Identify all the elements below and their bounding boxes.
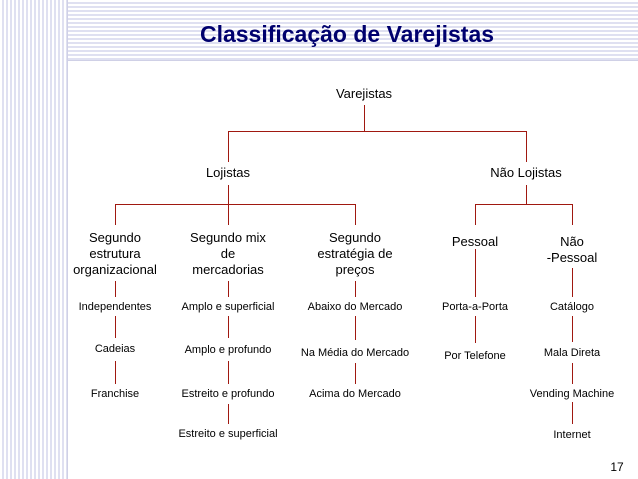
- item-pessoal-porta-a-porta: Porta-a-Porta: [441, 301, 509, 313]
- node-cat-estrutura: Segundo estrutura organizacional: [55, 230, 175, 278]
- title-bar-background: [68, 0, 638, 62]
- node-cat-estrutura-line: organizacional: [73, 262, 157, 277]
- item-estrutura-cadeias: Cadeias: [94, 343, 136, 355]
- node-cat-nao-pessoal-line: -Pessoal: [546, 250, 598, 265]
- node-cat-pessoal: Pessoal: [425, 234, 525, 250]
- page-title: Classificação de Varejistas: [199, 21, 495, 47]
- node-cat-mix-line: de: [220, 246, 236, 261]
- item-preco-abaixo: Abaixo do Mercado: [307, 301, 403, 313]
- item-nao-pessoal-mala-direta: Mala Direta: [543, 347, 601, 359]
- node-nao-lojistas: Não Lojistas: [490, 165, 562, 180]
- item-mix-amplo-profundo: Amplo e profundo: [184, 344, 272, 356]
- node-cat-nao-pessoal: Não -Pessoal: [522, 234, 622, 266]
- node-cat-mix-line: Segundo mix: [190, 230, 266, 245]
- item-estrutura-franchise: Franchise: [90, 388, 140, 400]
- item-mix-estreito-profundo: Estreito e profundo: [181, 388, 275, 400]
- item-estrutura-independentes: Independentes: [78, 301, 152, 313]
- node-cat-estrutura-line: Segundo: [88, 230, 142, 245]
- item-preco-media: Na Média do Mercado: [300, 347, 410, 359]
- item-nao-pessoal-internet: Internet: [553, 429, 591, 441]
- node-cat-preco-line: estratégia de: [317, 246, 393, 261]
- item-mix-estreito-superficial: Estreito e superficial: [178, 428, 278, 440]
- item-mix-amplo-superficial: Amplo e superficial: [181, 301, 275, 313]
- item-pessoal-telefone: Por Telefone: [444, 350, 506, 362]
- title-divider: [68, 60, 638, 61]
- node-cat-nao-pessoal-line: Não: [560, 234, 584, 249]
- node-cat-mix-line: mercadorias: [192, 262, 264, 277]
- item-preco-acima: Acima do Mercado: [309, 388, 401, 400]
- decorative-stripe-background: [0, 0, 68, 479]
- node-cat-preco: Segundo estratégia de preços: [295, 230, 415, 278]
- item-nao-pessoal-vending: Vending Machine: [529, 388, 615, 400]
- page-number: 17: [610, 460, 624, 474]
- node-cat-pessoal-line: Pessoal: [451, 234, 499, 249]
- node-cat-mix: Segundo mix de mercadorias: [168, 230, 288, 278]
- item-nao-pessoal-catalogo: Catálogo: [549, 301, 595, 313]
- node-cat-estrutura-line: estrutura: [89, 246, 141, 261]
- node-cat-preco-line: preços: [335, 262, 375, 277]
- side-divider: [67, 0, 68, 479]
- node-root: Varejistas: [335, 86, 393, 101]
- node-cat-preco-line: Segundo: [328, 230, 382, 245]
- node-lojistas: Lojistas: [205, 165, 251, 180]
